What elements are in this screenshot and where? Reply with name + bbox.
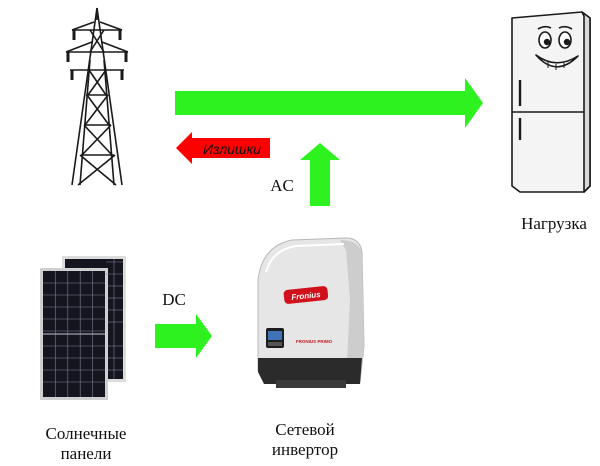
power-tower-icon xyxy=(66,8,128,185)
grid-to-load-arrow xyxy=(175,78,483,128)
solar-panel-icon xyxy=(40,256,126,400)
surplus-label: Излишки xyxy=(203,141,261,157)
inverter-label-line2: инвертор xyxy=(250,440,360,460)
ac-up-arrow xyxy=(300,143,340,206)
dc-label: DC xyxy=(158,290,190,310)
inverter-icon: Fronius FRONIUS PRIMO xyxy=(258,238,364,388)
inverter-model-text: FRONIUS PRIMO xyxy=(296,339,333,344)
inverter-label: Сетевой инвертор xyxy=(250,420,360,460)
solar-label-line1: Солнечные xyxy=(28,424,144,444)
refrigerator-icon xyxy=(512,12,590,192)
ac-label: AC xyxy=(266,176,298,196)
solar-panels-label: Солнечные панели xyxy=(28,424,144,464)
inverter-label-line1: Сетевой xyxy=(250,420,360,440)
load-label: Нагрузка xyxy=(506,214,600,234)
solar-label-line2: панели xyxy=(28,444,144,464)
dc-right-arrow xyxy=(155,314,212,358)
